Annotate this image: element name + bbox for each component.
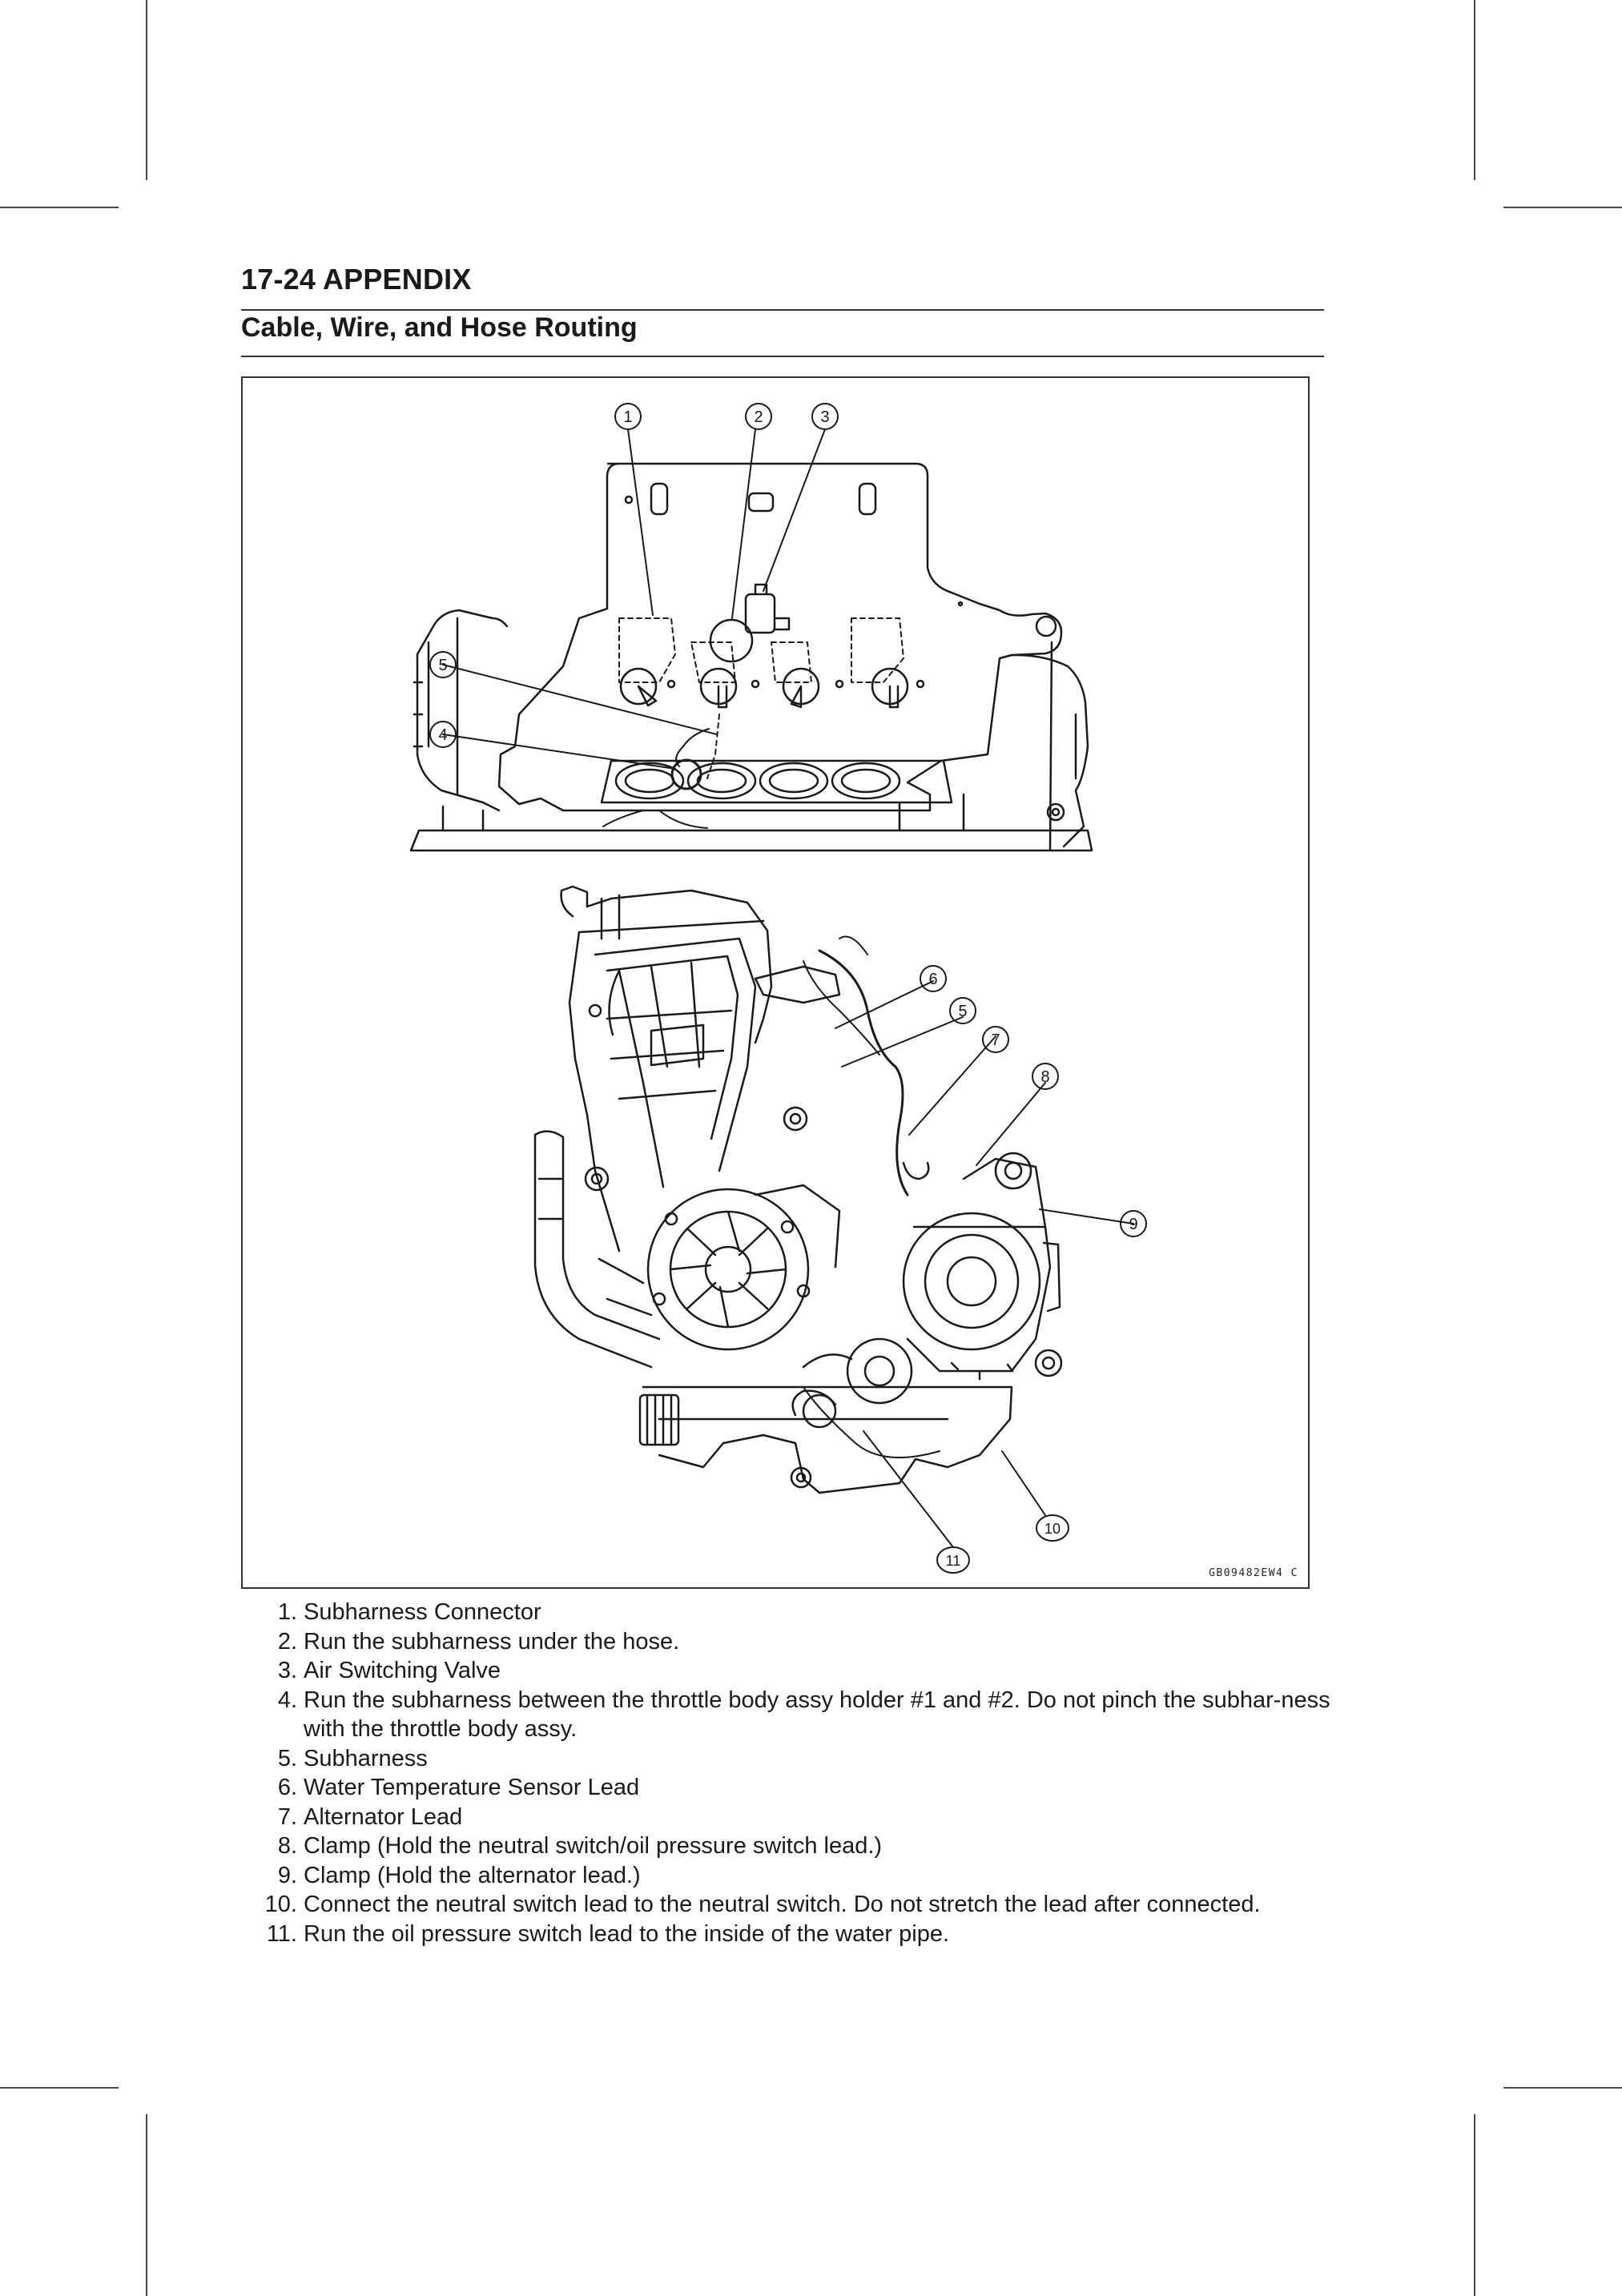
- section-rule: [241, 356, 1324, 357]
- legend-item: 2.Run the subharness under the hose.: [277, 1628, 680, 1655]
- callout-5: 5: [438, 657, 447, 674]
- side-view-engine: [533, 885, 1063, 1494]
- heading-rule: [241, 309, 1324, 311]
- routing-figure: 1 2 3 5 4: [241, 376, 1310, 1589]
- page-heading: 17-24 APPENDIX: [241, 263, 472, 296]
- crop-mark: [0, 2087, 119, 2089]
- callout-3-marker: [811, 403, 839, 430]
- figure-code: GB09482EW4 C: [1209, 1567, 1298, 1579]
- legend-item: 7.Alternator Lead: [277, 1803, 463, 1830]
- crop-mark: [1503, 207, 1622, 208]
- legend-item: 3.Air Switching Valve: [277, 1658, 501, 1683]
- callout-9-marker: [1120, 1210, 1147, 1237]
- crop-mark: [0, 207, 119, 208]
- legend-item: 1.Subharness Connector: [277, 1599, 541, 1625]
- crop-mark: [146, 2114, 147, 2296]
- legend-item: 9.Clamp (Hold the alternator lead.): [277, 1862, 641, 1888]
- crop-mark: [146, 0, 147, 180]
- engine-routing-diagram: 1 2 3 5 4: [409, 403, 1147, 1574]
- crop-mark: [1503, 2087, 1622, 2089]
- callout-5-marker: [429, 651, 457, 678]
- callout-1-marker: [614, 403, 642, 430]
- callout-10-marker: [1036, 1514, 1069, 1542]
- callout-4-marker: [429, 721, 457, 748]
- callout-10: 10: [1044, 1521, 1061, 1537]
- callout-11-marker: [936, 1546, 970, 1574]
- callout-9: 9: [1129, 1216, 1137, 1233]
- crop-mark: [1474, 2114, 1475, 2296]
- callout-2-marker: [745, 403, 772, 430]
- top-callouts: [429, 403, 839, 770]
- callout-4: 4: [438, 726, 447, 744]
- callout-8-marker: [1032, 1063, 1059, 1090]
- legend-item: 4.Run the subharness between the throttl…: [277, 1687, 1330, 1743]
- callout-5b: 5: [958, 1003, 967, 1020]
- callout-2: 2: [754, 408, 763, 426]
- crop-mark: [1474, 0, 1475, 180]
- legend-item: 5.Subharness: [277, 1745, 428, 1771]
- legend-item: 8.Clamp (Hold the neutral switch/oil pre…: [277, 1833, 883, 1859]
- callout-6-marker: [920, 965, 947, 992]
- callout-8: 8: [1040, 1068, 1049, 1086]
- callout-11: 11: [946, 1553, 961, 1569]
- section-title: Cable, Wire, and Hose Routing: [241, 312, 638, 343]
- callout-7: 7: [991, 1031, 1000, 1049]
- callout-5b-marker: [949, 997, 976, 1024]
- callout-3: 3: [820, 408, 829, 426]
- callout-6: 6: [928, 971, 937, 988]
- legend-list: 1.Subharness Connector 2.Run the subharn…: [251, 1598, 1332, 1948]
- callout-7-marker: [982, 1026, 1009, 1053]
- legend-item: 10.Connect the neutral switch lead to th…: [264, 1892, 1261, 1917]
- bottom-callouts: [835, 965, 1147, 1574]
- top-view-engine: [409, 462, 1093, 852]
- callout-1: 1: [623, 408, 632, 426]
- legend-item: 11.Run the oil pressure switch lead to t…: [266, 1920, 950, 1947]
- legend-item: 6.Water Temperature Sensor Lead: [277, 1775, 640, 1800]
